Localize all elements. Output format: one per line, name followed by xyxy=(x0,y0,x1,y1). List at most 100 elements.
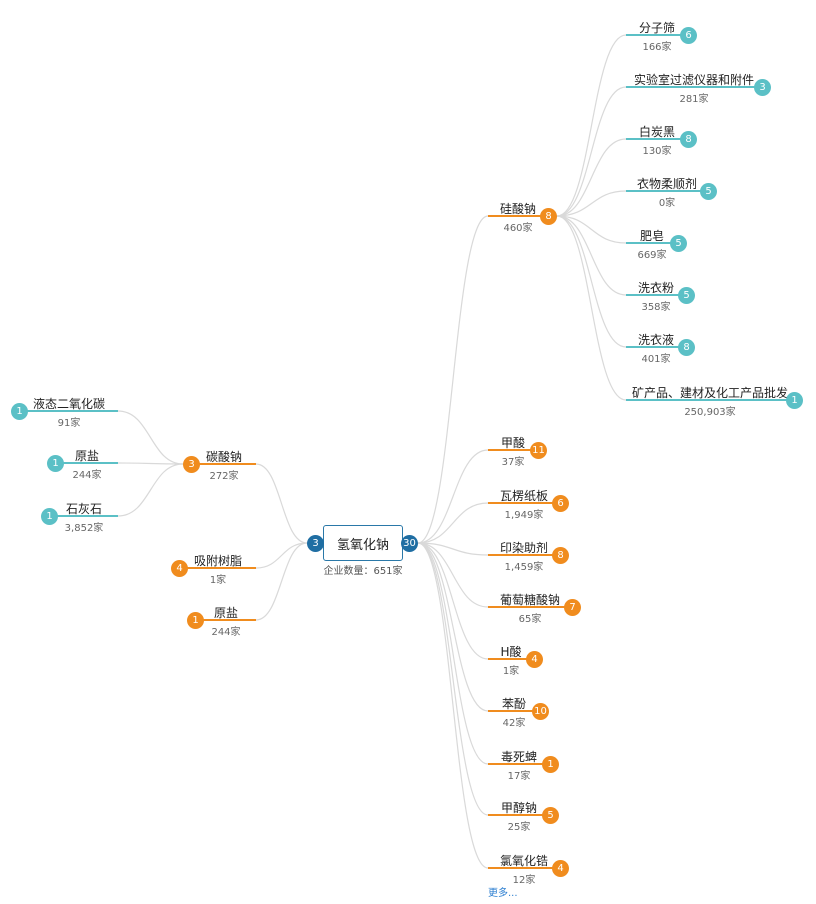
edge-right-0-2 xyxy=(556,138,627,217)
more-link[interactable]: 更多... xyxy=(488,888,518,899)
right-node-8[interactable]: 甲醇钠 25家 xyxy=(488,795,550,835)
node-badge[interactable]: 3 xyxy=(183,456,200,473)
node-label: 毒死蜱 xyxy=(500,750,537,764)
edge-left-0-1 xyxy=(117,462,184,465)
node-badge[interactable]: 8 xyxy=(540,208,557,225)
node-underline xyxy=(626,294,686,296)
node-label: 原盐 xyxy=(213,606,238,620)
node-underline xyxy=(56,462,118,464)
center-right-badge[interactable]: 30 xyxy=(401,535,418,552)
node-badge[interactable]: 1 xyxy=(187,612,204,629)
node-label: 分子筛 xyxy=(638,21,675,35)
node-count: 37家 xyxy=(501,457,525,468)
node-badge[interactable]: 6 xyxy=(552,495,569,512)
node-underline xyxy=(488,867,560,869)
node-underline xyxy=(488,502,560,504)
node-badge[interactable]: 1 xyxy=(47,455,64,472)
node-badge[interactable]: 4 xyxy=(552,860,569,877)
node-label: 甲醇钠 xyxy=(500,801,537,815)
node-underline xyxy=(626,242,678,244)
right-node-1[interactable]: 甲酸 37家 xyxy=(488,430,538,470)
node-badge[interactable]: 10 xyxy=(532,703,549,720)
center-subtitle: 企业数量：651家 xyxy=(323,566,403,577)
node-badge[interactable]: 5 xyxy=(670,235,687,252)
node-underline xyxy=(50,515,118,517)
node-badge[interactable]: 7 xyxy=(564,599,581,616)
edge-right-8 xyxy=(417,542,489,816)
edge-right-0 xyxy=(417,215,489,544)
node-badge[interactable]: 1 xyxy=(542,756,559,773)
node-label: 洗衣粉 xyxy=(637,281,674,295)
edge-left-0 xyxy=(255,463,308,544)
edge-right-4 xyxy=(417,542,489,608)
left-child-2[interactable]: 石灰石 3,852家 xyxy=(50,496,118,536)
center-title: 氢氧化钠 xyxy=(336,537,389,553)
node-badge[interactable]: 4 xyxy=(171,560,188,577)
edge-right-7 xyxy=(417,542,489,765)
node-count: 1家 xyxy=(209,575,227,586)
edge-right-0-3 xyxy=(556,190,627,217)
node-count: 0家 xyxy=(658,198,676,209)
node-badge[interactable]: 8 xyxy=(552,547,569,564)
node-label: 甲酸 xyxy=(500,436,525,450)
edge-right-2 xyxy=(417,502,489,544)
node-badge[interactable]: 5 xyxy=(542,807,559,824)
right-node-5[interactable]: H酸 1家 xyxy=(488,639,534,679)
node-badge[interactable]: 6 xyxy=(680,27,697,44)
right-child-6[interactable]: 洗衣液 401家 xyxy=(626,327,686,367)
right-node-7[interactable]: 毒死蜱 17家 xyxy=(488,744,550,784)
node-label: H酸 xyxy=(500,645,522,659)
node-underline xyxy=(488,710,540,712)
node-underline xyxy=(488,814,550,816)
edge-right-0-0 xyxy=(556,34,627,217)
node-badge[interactable]: 4 xyxy=(526,651,543,668)
node-badge[interactable]: 1 xyxy=(786,392,803,409)
node-underline xyxy=(626,399,794,401)
edge-left-0-2 xyxy=(117,463,184,517)
node-label: 矿产品、建材及化工产品批发 xyxy=(631,386,788,400)
node-label: 原盐 xyxy=(74,449,99,463)
edge-right-5 xyxy=(417,542,489,660)
node-count: 3,852家 xyxy=(64,523,104,534)
node-badge[interactable]: 1 xyxy=(11,403,28,420)
node-count: 1家 xyxy=(502,666,520,677)
node-label: 洗衣液 xyxy=(637,333,674,347)
node-count: 17家 xyxy=(507,771,531,782)
node-badge[interactable]: 5 xyxy=(678,287,695,304)
node-label: 石灰石 xyxy=(65,502,102,516)
node-badge[interactable]: 3 xyxy=(754,79,771,96)
center-left-badge[interactable]: 3 xyxy=(307,535,324,552)
left-child-1[interactable]: 原盐 244家 xyxy=(56,443,118,483)
node-count: 244家 xyxy=(72,470,102,481)
node-badge[interactable]: 8 xyxy=(680,131,697,148)
node-count: 25家 xyxy=(507,822,531,833)
node-badge[interactable]: 8 xyxy=(678,339,695,356)
node-label: 白炭黑 xyxy=(638,125,675,139)
node-count: 401家 xyxy=(641,354,671,365)
center-node[interactable]: 氢氧化钠 xyxy=(323,525,403,561)
edge-right-9 xyxy=(417,542,489,869)
node-badge[interactable]: 5 xyxy=(700,183,717,200)
node-label: 瓦楞纸板 xyxy=(499,489,548,503)
node-badge[interactable]: 11 xyxy=(530,442,547,459)
edge-right-0-4 xyxy=(556,215,627,244)
node-badge[interactable]: 1 xyxy=(41,508,58,525)
